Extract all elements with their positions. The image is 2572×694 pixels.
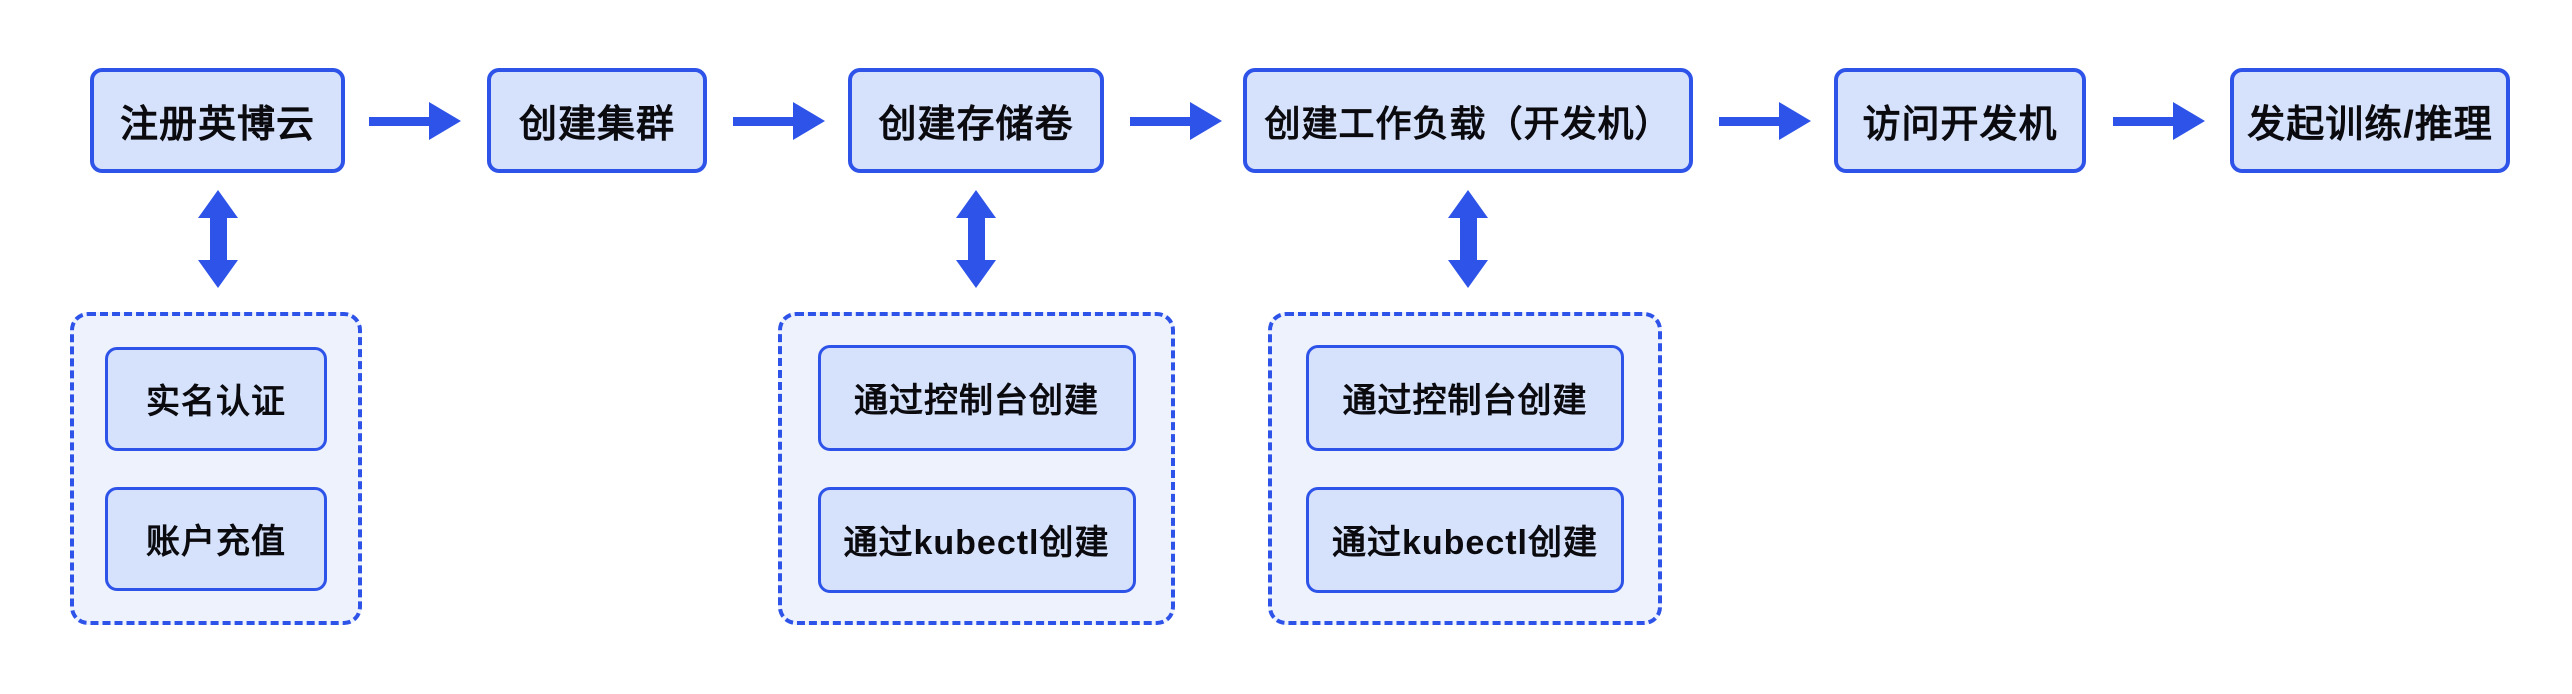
double-arrow-vertical-icon bbox=[1448, 190, 1488, 288]
option-create-via-console: 通过控制台创建 bbox=[817, 344, 1136, 451]
option-account-recharge: 账户充值 bbox=[105, 486, 327, 591]
option-real-name-auth: 实名认证 bbox=[105, 346, 327, 451]
arrow-shaft bbox=[733, 116, 793, 126]
option-create-via-kubectl: 通过kubectl创建 bbox=[1306, 486, 1624, 593]
group-register-prerequisites: 实名认证 账户充值 bbox=[70, 312, 362, 625]
arrow-head-down bbox=[956, 260, 996, 288]
arrow-head bbox=[1190, 102, 1222, 140]
arrow-right-icon bbox=[733, 102, 825, 140]
group-volume-create-methods: 通过控制台创建 通过kubectl创建 bbox=[778, 312, 1175, 625]
arrow-head bbox=[429, 102, 461, 140]
flow-step-create-volume: 创建存储卷 bbox=[848, 68, 1104, 173]
flow-step-access-devmachine: 访问开发机 bbox=[1834, 68, 2086, 173]
arrow-right-icon bbox=[369, 102, 461, 140]
arrow-shaft bbox=[2113, 116, 2173, 126]
flow-step-create-workload: 创建工作负载（开发机） bbox=[1243, 68, 1693, 173]
arrow-shaft bbox=[1130, 116, 1190, 126]
option-create-via-kubectl: 通过kubectl创建 bbox=[817, 486, 1136, 593]
arrow-head-up bbox=[956, 190, 996, 218]
arrow-head-down bbox=[1448, 260, 1488, 288]
arrow-shaft bbox=[1719, 116, 1779, 126]
arrow-shaft bbox=[1459, 218, 1477, 260]
arrow-head-down bbox=[198, 260, 238, 288]
flow-step-register: 注册英博云 bbox=[90, 68, 345, 173]
double-arrow-vertical-icon bbox=[198, 190, 238, 288]
arrow-shaft bbox=[967, 218, 985, 260]
arrow-right-icon bbox=[1719, 102, 1811, 140]
arrow-shaft bbox=[209, 218, 227, 260]
arrow-shaft bbox=[369, 116, 429, 126]
arrow-head bbox=[1779, 102, 1811, 140]
double-arrow-vertical-icon bbox=[956, 190, 996, 288]
flow-step-create-cluster: 创建集群 bbox=[487, 68, 707, 173]
arrow-head-up bbox=[198, 190, 238, 218]
option-create-via-console: 通过控制台创建 bbox=[1306, 344, 1624, 451]
flow-step-start-training: 发起训练/推理 bbox=[2230, 68, 2510, 173]
arrow-head-up bbox=[1448, 190, 1488, 218]
group-workload-create-methods: 通过控制台创建 通过kubectl创建 bbox=[1268, 312, 1662, 625]
arrow-head bbox=[793, 102, 825, 140]
arrow-head bbox=[2173, 102, 2205, 140]
arrow-right-icon bbox=[2113, 102, 2205, 140]
arrow-right-icon bbox=[1130, 102, 1222, 140]
